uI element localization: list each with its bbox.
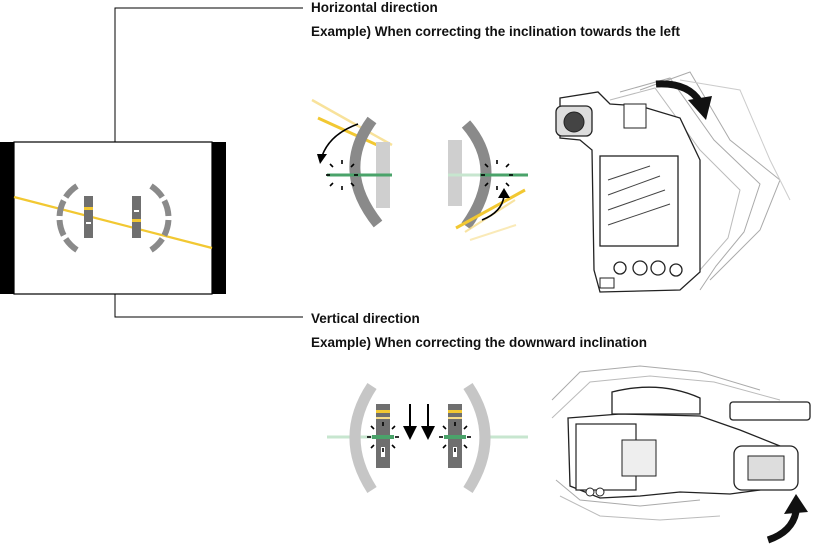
horizontal-direction-title: Horizontal direction xyxy=(311,0,438,15)
viewfinder-screen xyxy=(0,141,226,295)
horizontal-gauge-right xyxy=(448,120,528,241)
vertical-direction-title: Vertical direction xyxy=(311,311,420,326)
vertical-example-caption: Example) When correcting the downward in… xyxy=(311,335,648,350)
camcorder-front-icon xyxy=(551,365,811,521)
curved-arrow-icon xyxy=(655,80,712,120)
vertical-gauge xyxy=(327,382,528,493)
camcorder-side-icon xyxy=(555,71,791,293)
horizontal-gauge-left xyxy=(311,98,393,228)
curved-arrow-icon xyxy=(766,494,808,544)
down-arrow-icon xyxy=(403,426,417,440)
horizon-line xyxy=(13,195,213,250)
down-arrow-icon xyxy=(421,426,435,440)
horizontal-example-caption: Example) When correcting the inclination… xyxy=(311,24,681,39)
